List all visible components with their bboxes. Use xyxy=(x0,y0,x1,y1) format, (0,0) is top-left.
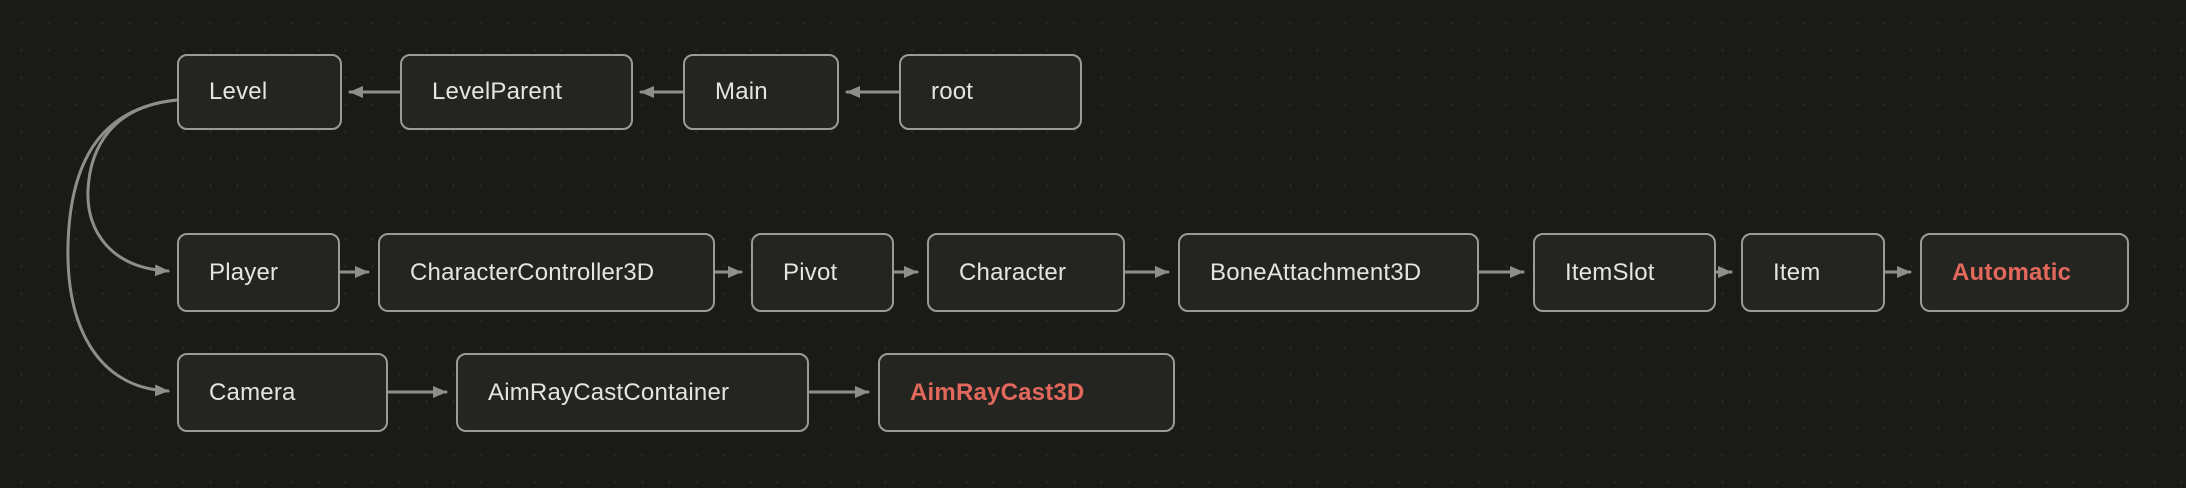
node-pivot[interactable]: Pivot xyxy=(751,233,894,312)
node-charactercontroller3d-label: CharacterController3D xyxy=(410,258,655,286)
node-main[interactable]: Main xyxy=(683,54,839,130)
node-pivot-label: Pivot xyxy=(783,258,838,286)
node-item-label: Item xyxy=(1773,258,1821,286)
node-aimraycastcontainer-label: AimRayCastContainer xyxy=(488,378,730,406)
node-levelparent-label: LevelParent xyxy=(432,78,563,105)
node-player[interactable]: Player xyxy=(177,233,340,312)
node-main-label: Main xyxy=(715,78,768,105)
node-camera-label: Camera xyxy=(209,378,296,406)
node-itemslot-label: ItemSlot xyxy=(1565,258,1655,286)
node-character-label: Character xyxy=(959,258,1067,286)
node-player-label: Player xyxy=(209,258,279,286)
node-automatic-label: Automatic xyxy=(1952,258,2072,286)
node-aimraycast3d[interactable]: AimRayCast3D xyxy=(878,353,1175,432)
edge-level-player[interactable] xyxy=(86,98,179,277)
node-aimraycastcontainer[interactable]: AimRayCastContainer xyxy=(456,353,809,432)
node-level-label: Level xyxy=(209,78,268,105)
node-boneattachment3d-label: BoneAttachment3D xyxy=(1210,258,1422,286)
node-itemslot[interactable]: ItemSlot xyxy=(1533,233,1716,312)
node-root-label: root xyxy=(931,78,974,105)
edge-level-camera[interactable] xyxy=(66,98,179,397)
node-automatic[interactable]: Automatic xyxy=(1920,233,2129,312)
node-character[interactable]: Character xyxy=(927,233,1125,312)
node-boneattachment3d[interactable]: BoneAttachment3D xyxy=(1178,233,1479,312)
node-item[interactable]: Item xyxy=(1741,233,1885,312)
node-root[interactable]: root xyxy=(899,54,1082,130)
node-levelparent[interactable]: LevelParent xyxy=(400,54,633,130)
node-level[interactable]: Level xyxy=(177,54,342,130)
node-camera[interactable]: Camera xyxy=(177,353,388,432)
node-aimraycast3d-label: AimRayCast3D xyxy=(910,378,1085,406)
node-charactercontroller3d[interactable]: CharacterController3D xyxy=(378,233,715,312)
